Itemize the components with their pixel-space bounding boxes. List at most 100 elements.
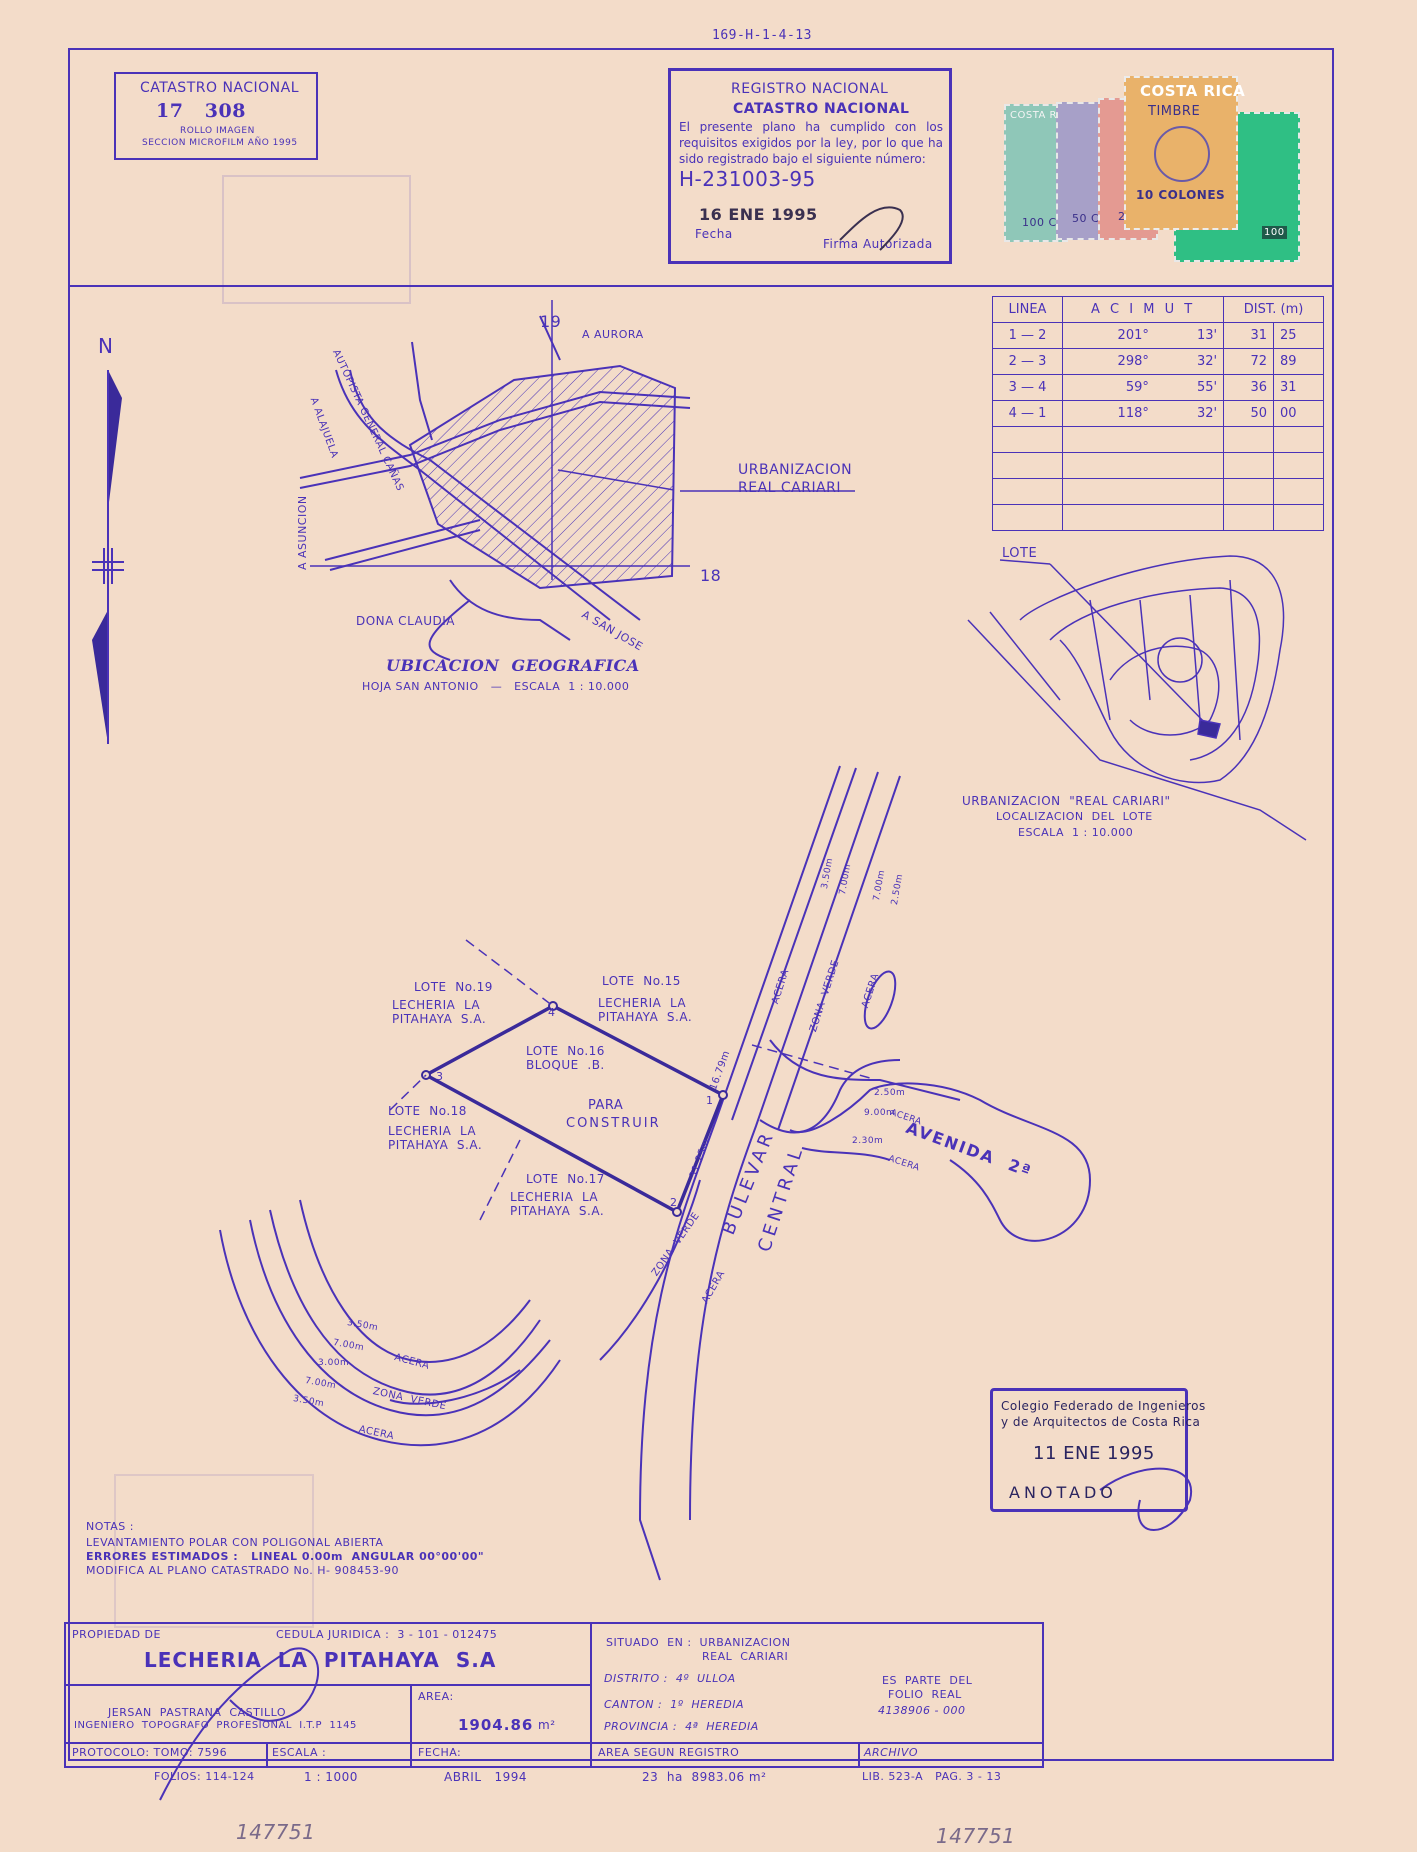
faded-zona-stamp xyxy=(114,1474,314,1628)
folios: FOLIOS: 114-124 xyxy=(154,1770,255,1783)
north-arrow-bottom xyxy=(92,610,108,744)
hatched-area xyxy=(408,364,677,590)
stamp4-title: TIMBRE xyxy=(1148,104,1201,119)
cell-dist-cm: 00 xyxy=(1273,400,1324,427)
table-row-empty xyxy=(991,452,1324,479)
handwritten-ref-1: 147751 xyxy=(236,1820,316,1844)
area-unit: m² xyxy=(538,1718,556,1732)
registro-signature xyxy=(839,206,904,251)
north-label: N xyxy=(98,334,114,358)
location-sketch xyxy=(299,300,855,661)
catastro-number: 17 308 xyxy=(156,100,246,122)
registro-firma-label: Firma Autorizada xyxy=(823,237,933,251)
cell-dist-m: 72 xyxy=(1223,348,1275,375)
area-value: 1904.86 xyxy=(458,1716,534,1734)
area-registro-value: 23 ha 8983.06 m² xyxy=(642,1770,767,1784)
stamp2-value: 50 C xyxy=(1072,212,1100,225)
folio-line3: 4138906 - 000 xyxy=(878,1704,966,1717)
width-250-b: 2.50m xyxy=(874,1088,906,1098)
ubicacion-title: UBICACION GEOGRAFICA xyxy=(386,656,640,675)
cell-min: 55' xyxy=(1154,374,1225,401)
adjacent-lot-lines xyxy=(389,939,871,1221)
lot-vertices xyxy=(421,1001,728,1217)
width-900: 9.00m xyxy=(864,1108,896,1118)
colegio-date: 11 ENE 1995 xyxy=(1033,1443,1155,1464)
stamp4-seal xyxy=(1154,126,1210,182)
escala-label: ESCALA : xyxy=(272,1746,327,1759)
provincia: PROVINCIA : 4ª HEREDIA xyxy=(604,1720,759,1733)
construir-label: CONSTRUIR xyxy=(566,1116,661,1131)
catastro-title: CATASTRO NACIONAL xyxy=(140,80,300,96)
table-row: 4 — 1 118° 32' 50 00 xyxy=(991,400,1324,427)
cell-min: 32' xyxy=(1154,348,1225,375)
notas-line2: ERRORES ESTIMADOS : LINEAL 0.00m ANGULAR… xyxy=(86,1550,485,1563)
notas-line1: LEVANTAMIENTO POLAR CON POLIGONAL ABIERT… xyxy=(86,1536,384,1549)
lote16-l2: BLOQUE .B. xyxy=(526,1058,605,1072)
cell-min: 32' xyxy=(1154,400,1225,427)
vertex-3: 3 xyxy=(436,1070,444,1083)
registro-body: El presente plano ha cumplido con los re… xyxy=(679,120,943,166)
escala-value: 1 : 1000 xyxy=(304,1770,358,1784)
catastro-line2: SECCION MICROFILM AÑO 1995 xyxy=(142,138,298,148)
lote17-l2: LECHERIA LA xyxy=(510,1190,599,1204)
cell-linea: 1 — 2 xyxy=(991,322,1064,349)
tb-vdiv-2 xyxy=(410,1684,412,1766)
colegio-line2: y de Arquitectos de Costa Rica xyxy=(1001,1415,1201,1429)
localizacion-line3: ESCALA 1 : 10.000 xyxy=(1018,826,1134,839)
catastro-line1: ROLLO IMAGEN xyxy=(180,126,255,136)
notas-line3: MODIFICA AL PLANO CATASTRADO No. H- 9084… xyxy=(86,1564,399,1577)
grid-label-18: 18 xyxy=(700,566,722,585)
lote19-l2: LECHERIA LA xyxy=(392,998,481,1012)
registro-fecha-label: Fecha xyxy=(695,227,733,241)
vertex-1: 1 xyxy=(706,1094,714,1107)
cedula: CEDULA JURIDICA : 3 - 101 - 012475 xyxy=(276,1628,498,1641)
surveyor-signature xyxy=(159,1647,319,1801)
folio-line1: ES PARTE DEL xyxy=(882,1674,973,1687)
lote18-l1: LOTE No.18 xyxy=(388,1104,467,1118)
colegio-stamp: Colegio Federado de Ingenieros y de Arqu… xyxy=(990,1388,1205,1512)
folio-line2: FOLIO REAL xyxy=(888,1688,962,1701)
tb-hdiv-2 xyxy=(66,1742,1042,1744)
localizacion-lote: LOTE xyxy=(1002,546,1038,561)
lote19-l1: LOTE No.19 xyxy=(414,980,493,994)
propiedad-label: PROPIEDAD DE xyxy=(72,1628,161,1641)
lote15-l1: LOTE No.15 xyxy=(602,974,681,988)
localizacion-line2: LOCALIZACION DEL LOTE xyxy=(996,810,1153,823)
north-arrow-top xyxy=(108,370,122,510)
width-230: 2.30m xyxy=(852,1136,884,1146)
situado-line2: REAL CARIARI xyxy=(702,1650,789,1663)
archivo-value: LIB. 523-A PAG. 3 - 13 xyxy=(862,1770,1002,1783)
lote15-l3: PITAHAYA S.A. xyxy=(598,1010,693,1024)
owner-name: LECHERIA LA PITAHAYA S.A xyxy=(144,1648,497,1672)
header-divider xyxy=(68,285,1332,287)
lote15-l2: LECHERIA LA xyxy=(598,996,687,1010)
revenue-stamp-4: COSTA RICA TIMBRE 10 COLONES xyxy=(1124,76,1245,230)
azimuth-header-row: LINEA A C I M U T DIST. (m) xyxy=(991,296,1324,323)
table-row-empty xyxy=(991,504,1324,531)
lote16-l1: LOTE No.16 xyxy=(526,1044,605,1058)
outer-frame xyxy=(68,48,1334,1761)
cell-deg: 59° xyxy=(1062,374,1155,401)
table-row: 2 — 3 298° 32' 72 89 xyxy=(991,348,1324,375)
ubicacion-subtitle: HOJA SAN ANTONIO — ESCALA 1 : 10.000 xyxy=(362,680,630,693)
colegio-status: ANOTADO xyxy=(1009,1483,1117,1502)
stamp4-value: 10 COLONES xyxy=(1136,188,1226,202)
tb-vdiv-3 xyxy=(266,1742,268,1766)
fecha-value: ABRIL 1994 xyxy=(444,1770,527,1784)
stamp1-value: 100 C xyxy=(1022,216,1057,229)
surveyor-name: JERSAN PASTRANA CASTILLO xyxy=(108,1706,287,1719)
cell-linea: 2 — 3 xyxy=(991,348,1064,375)
area-label: AREA: xyxy=(418,1690,454,1703)
fecha-label: FECHA: xyxy=(418,1746,462,1759)
colegio-signature xyxy=(1099,1467,1193,1531)
catastro-box: CATASTRO NACIONAL 17 308 ROLLO IMAGEN SE… xyxy=(114,72,318,160)
col-dist: DIST. (m) xyxy=(1223,296,1324,323)
width-300: 3.00m xyxy=(318,1358,350,1368)
cell-dist-m: 31 xyxy=(1223,322,1275,349)
area-registro-label: AREA SEGUN REGISTRO xyxy=(598,1746,740,1759)
registro-date: 16 ENE 1995 xyxy=(699,205,818,224)
stamp4-country: COSTA RICA xyxy=(1140,82,1246,100)
col-acimut: A C I M U T xyxy=(1062,296,1225,323)
lote17-l1: LOTE No.17 xyxy=(526,1172,605,1186)
